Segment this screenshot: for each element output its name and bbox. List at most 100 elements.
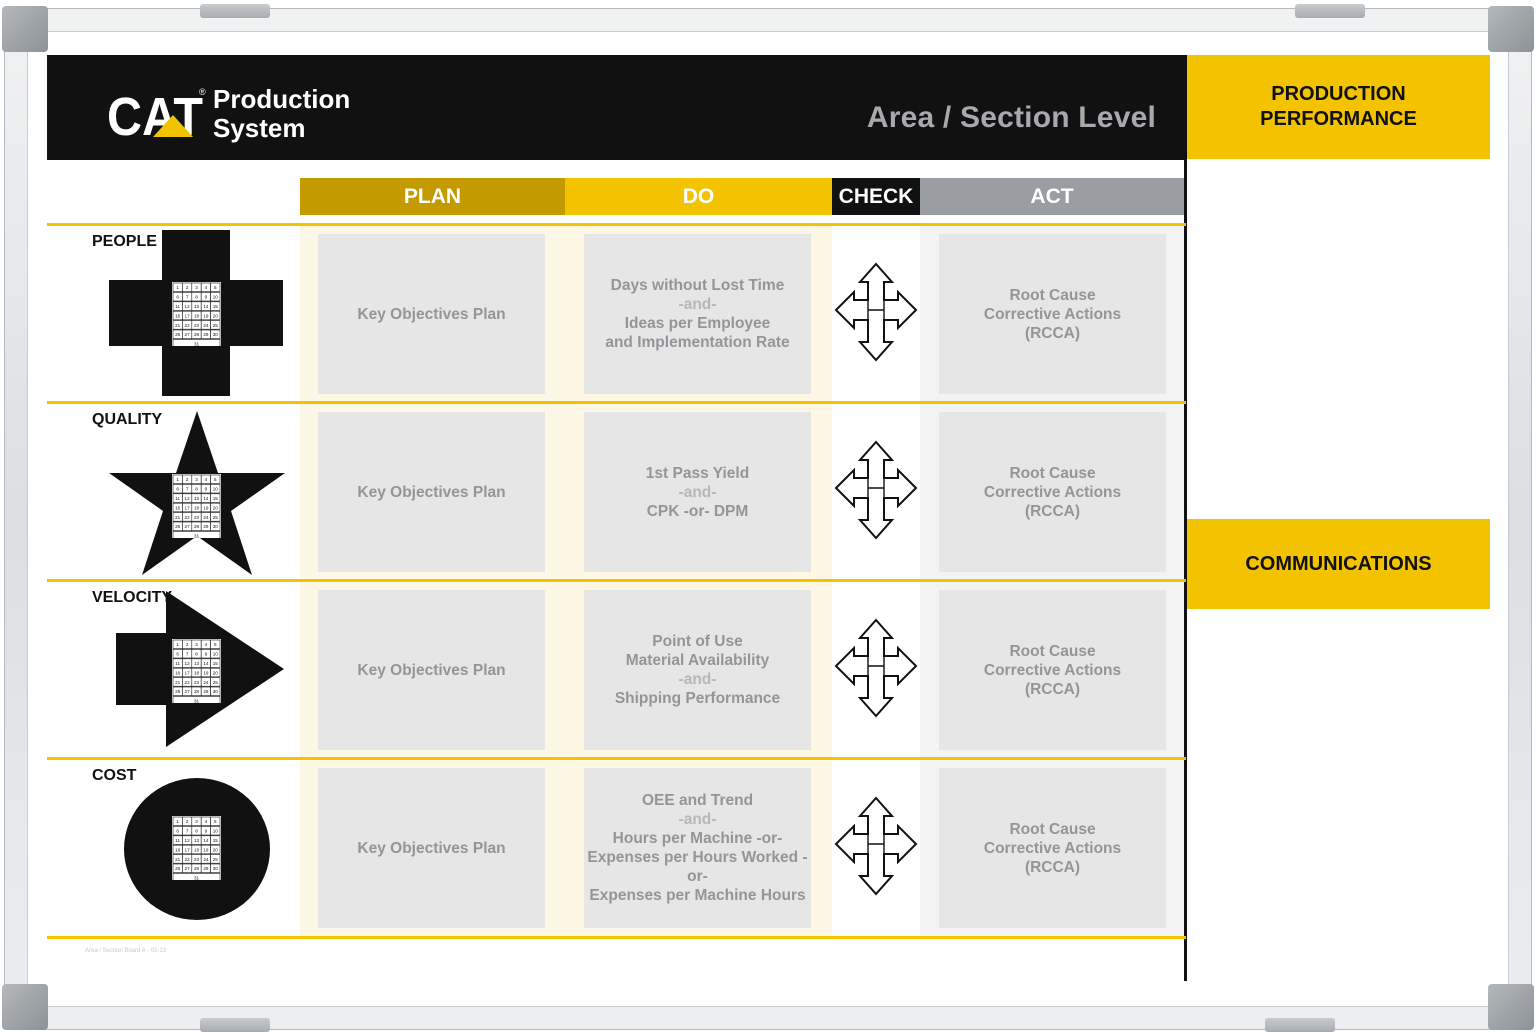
calendar-day-label: 26: [175, 689, 181, 694]
calendar-day-cell: [210, 493, 221, 503]
calendar-day-label: 23: [194, 515, 200, 520]
calendar-day-label: 13: [194, 661, 200, 666]
plan-cell: Key Objectives Plan: [318, 412, 545, 572]
calendar-day-label: 14: [203, 838, 209, 843]
calendar-day-label: 8: [195, 829, 198, 834]
calendar-day-label: 6: [176, 295, 179, 300]
calendar-day-label: 11: [175, 661, 180, 666]
calendar-day-cell: [210, 310, 221, 321]
cell-text: -and-: [678, 483, 717, 501]
calendar-day-label: 16: [175, 670, 181, 675]
do-header-label: DO: [682, 184, 715, 208]
product-name-line2: System: [213, 113, 306, 143]
calendar-day-label: 12: [185, 304, 191, 309]
calendar-day-label: 4: [205, 477, 208, 482]
calendar-day-label: 28: [194, 689, 200, 694]
calendar-day-cell: [210, 282, 221, 292]
calendar-day-label: 16: [175, 505, 181, 510]
calendar-day-label: 25: [213, 515, 219, 520]
calendar-day-label: 1: [176, 285, 179, 290]
calendar-day-label: 23: [194, 857, 200, 862]
calendar-day-label: 19: [203, 505, 209, 510]
calendar-day-cell: [210, 474, 221, 484]
four-way-arrows-icon: [834, 262, 918, 362]
calendar-day-cell: [210, 292, 221, 302]
calendar-day-label: 25: [213, 323, 219, 328]
calendar-day-label: 18: [194, 847, 200, 852]
calendar-day-label: 16: [175, 313, 181, 318]
cell-text: Corrective Actions: [983, 483, 1122, 501]
calendar-day-cell: [210, 502, 221, 513]
calendar-day-label: 6: [176, 829, 179, 834]
calendar-day-label: 12: [185, 496, 191, 501]
cell-text: Key Objectives Plan: [357, 483, 506, 501]
act-cell: Root Cause Corrective Actions (RCCA): [939, 234, 1166, 394]
calendar-day-label: 17: [185, 670, 191, 675]
calendar-day-label: 31: [194, 342, 200, 346]
calendar-day-label: 9: [205, 295, 208, 300]
row-label-quality: QUALITY: [92, 411, 163, 428]
frame-clip: [200, 1018, 270, 1032]
calendar-day-label: 3: [195, 285, 198, 290]
calendar-day-label: 1: [176, 477, 179, 482]
calendar-day-cell: [210, 484, 221, 494]
production-performance-line2: PERFORMANCE: [1260, 108, 1417, 130]
check-header: CHECK: [832, 178, 920, 215]
calendar-day-cell: [172, 873, 221, 880]
calendar-day-cell: [172, 531, 221, 538]
row-divider: [47, 223, 1186, 226]
act-cell: Root Cause Corrective Actions (RCCA): [939, 768, 1166, 928]
product-name-line1: Production: [213, 84, 351, 114]
calendar-day-label: 23: [194, 323, 200, 328]
calendar-day-label: 21: [175, 323, 181, 328]
calendar-day-label: 29: [203, 332, 209, 337]
calendar-day-label: 30: [213, 332, 219, 337]
frame-corner: [2, 984, 48, 1030]
calendar-day-label: 22: [185, 857, 191, 862]
calendar-day-cell: [210, 835, 221, 845]
calendar-day-label: 28: [194, 524, 200, 529]
cat-logo: CAT: [107, 87, 203, 143]
four-way-arrows-icon: [834, 440, 918, 540]
calendar-day-label: 26: [175, 332, 181, 337]
calendar-day-cell: [210, 826, 221, 836]
calendar-day-label: 2: [186, 477, 189, 482]
board-divider: [1184, 55, 1187, 981]
cell-text: Expenses per Hours Worked -or-: [587, 849, 808, 885]
calendar-day-label: 16: [175, 847, 181, 852]
calendar-day-label: 19: [203, 847, 209, 852]
calendar-day-label: 29: [203, 866, 209, 871]
calendar-day-label: 17: [185, 505, 191, 510]
calendar-day-label: 31: [194, 699, 200, 703]
cell-text: Key Objectives Plan: [357, 305, 506, 323]
communications-label: COMMUNICATIONS: [1245, 552, 1432, 575]
calendar-day-label: 19: [203, 313, 209, 318]
calendar-day-cell: [210, 320, 221, 330]
four-way-arrows-icon: [834, 796, 918, 896]
calendar-day-label: 31: [194, 876, 200, 880]
cell-text: Root Cause: [1009, 286, 1096, 304]
cell-text: -and-: [678, 811, 717, 828]
calendar-day-cell: [210, 844, 221, 855]
calendar-day-label: 11: [175, 304, 180, 309]
act-header: ACT: [920, 178, 1184, 215]
calendar-day-label: 30: [213, 866, 219, 871]
cell-text: (RCCA): [1024, 680, 1081, 698]
row-label-velocity: VELOCITY: [92, 589, 173, 606]
calendar-day-label: 13: [194, 838, 200, 843]
calendar-day-label: 18: [194, 505, 200, 510]
cell-text: Root Cause: [1009, 820, 1096, 838]
do-cell: Point of Use Material Availability -and-…: [584, 590, 811, 750]
calendar-day-label: 13: [194, 496, 200, 501]
calendar-day-label: 20: [213, 670, 219, 675]
calendar-day-label: 10: [213, 652, 219, 657]
frame-corner: [1488, 984, 1534, 1030]
calendar-day-label: 29: [203, 689, 209, 694]
calendar-day-label: 6: [176, 652, 179, 657]
cell-text: (RCCA): [1024, 324, 1081, 342]
calendar-day-label: 23: [194, 680, 200, 685]
calendar-day-label: 28: [194, 332, 200, 337]
cell-text: -and-: [678, 296, 717, 313]
